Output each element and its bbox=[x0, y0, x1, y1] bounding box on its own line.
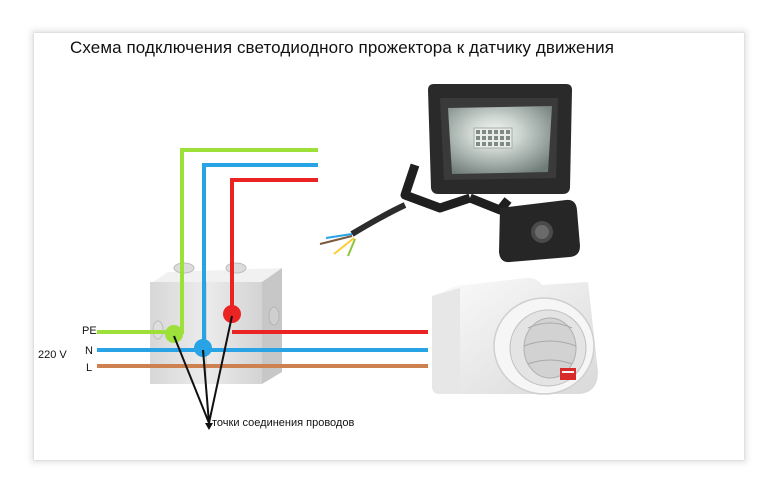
connection-points bbox=[165, 305, 241, 357]
mains-wires bbox=[97, 330, 428, 368]
n-connection-point bbox=[194, 339, 212, 357]
l-label: L bbox=[86, 362, 93, 374]
n-wire-up bbox=[202, 163, 318, 350]
diagram-card bbox=[34, 33, 744, 460]
voltage-label: 220 V bbox=[38, 349, 67, 361]
led-floodlight-with-sensor-icon bbox=[319, 84, 580, 263]
pe-label: PE bbox=[82, 325, 97, 337]
n-label: N bbox=[85, 345, 93, 357]
pointer-lines bbox=[173, 315, 233, 430]
phase-wire-up bbox=[230, 178, 318, 312]
phase-connection-point bbox=[223, 305, 241, 323]
pe-connection-point bbox=[165, 325, 183, 343]
motion-sensor-icon bbox=[432, 277, 598, 395]
connection-points-label: точки соединения проводов bbox=[212, 417, 355, 429]
diagram-title: Схема подключения светодиодного прожекто… bbox=[70, 38, 615, 57]
